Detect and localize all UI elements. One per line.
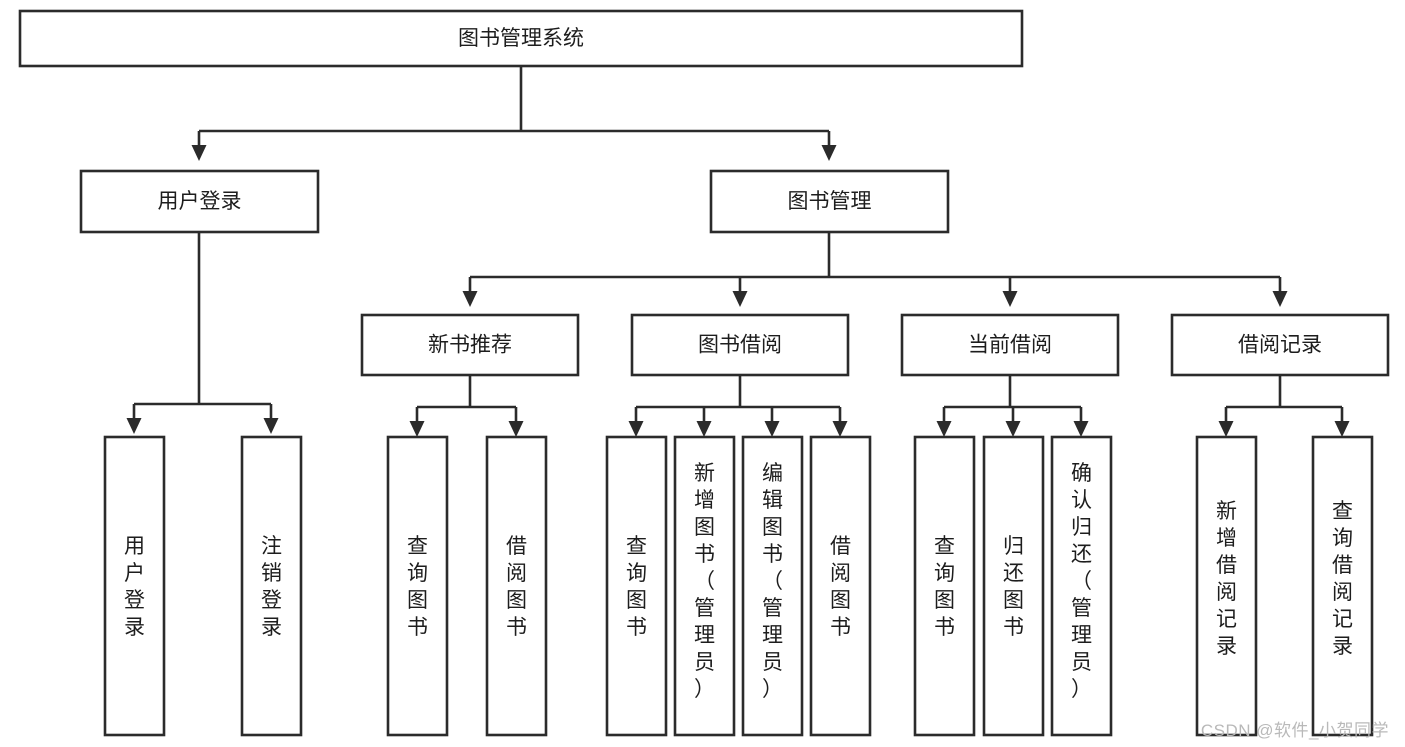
node-box[interactable] [982,435,1045,737]
arrow-head-icon [832,421,848,437]
node-level2-图书管理-1[interactable]: 图书管理 [709,169,950,234]
connector-record-to-leaves [1218,375,1350,437]
arrow-head-icon [1218,421,1234,437]
node-box[interactable] [809,435,872,737]
node-leaf-查询借阅记录-12[interactable]: 查询借阅记录 [1311,435,1374,737]
node-label: 用户登录 [124,535,145,639]
node-box[interactable] [741,435,804,737]
node-label: 确认归还（管理员） [1071,462,1092,701]
node-label: 图书管理系统 [458,27,584,50]
arrow-head-icon [1002,291,1018,307]
node-box[interactable] [673,435,736,737]
arrow-head-icon [462,291,478,307]
node-label: 新书推荐 [428,334,512,357]
node-leaf-查询图书-2[interactable]: 查询图书 [386,435,449,737]
node-leaf-新增图书管理员-5[interactable]: 新增图书（管理员） [673,435,736,737]
node-box[interactable] [79,169,320,234]
node-leaf-查询图书-4[interactable]: 查询图书 [605,435,668,737]
arrow-head-icon [263,418,279,434]
node-leaf-注销登录-1[interactable]: 注销登录 [240,435,303,737]
arrow-head-icon [191,145,207,161]
node-label: 编辑图书（管理员） [762,462,783,701]
arrow-head-icon [1272,291,1288,307]
connector-newbook-to-leaves [409,375,524,437]
node-label: 查询借阅记录 [1332,500,1353,658]
node-box[interactable] [900,313,1120,377]
node-label: 新增图书（管理员） [694,462,715,701]
arrow-head-icon [764,421,780,437]
node-box[interactable] [240,435,303,737]
node-leaf-借阅图书-3[interactable]: 借阅图书 [485,435,548,737]
node-root-图书管理系统[interactable]: 图书管理系统 [18,9,1024,68]
node-box[interactable] [1170,313,1390,377]
node-label: 新增借阅记录 [1216,500,1237,658]
node-box[interactable] [605,435,668,737]
node-label: 查询图书 [407,535,428,639]
node-box[interactable] [103,435,166,737]
node-leaf-确认归还管理员-10[interactable]: 确认归还（管理员） [1050,435,1113,737]
arrow-head-icon [821,145,837,161]
node-label: 当前借阅 [968,334,1052,357]
arrow-head-icon [1005,421,1021,437]
arrow-head-icon [628,421,644,437]
node-box[interactable] [18,9,1024,68]
node-level2-用户登录-0[interactable]: 用户登录 [79,169,320,234]
node-label: 图书管理 [788,190,872,213]
arrow-head-icon [409,421,425,437]
node-box[interactable] [709,169,950,234]
node-label: 查询图书 [626,535,647,639]
arrow-head-icon [696,421,712,437]
node-label: 查询图书 [934,535,955,639]
node-box[interactable] [386,435,449,737]
node-leaf-用户登录-0[interactable]: 用户登录 [103,435,166,737]
node-leaf-查询图书-8[interactable]: 查询图书 [913,435,976,737]
arrow-head-icon [508,421,524,437]
node-leaf-归还图书-9[interactable]: 归还图书 [982,435,1045,737]
node-label: 注销登录 [261,535,282,639]
node-label: 图书借阅 [698,334,782,357]
node-box[interactable] [1195,435,1258,737]
node-box[interactable] [630,313,850,377]
node-leaf-新增借阅记录-11[interactable]: 新增借阅记录 [1195,435,1258,737]
node-box[interactable] [485,435,548,737]
node-level3-当前借阅-2[interactable]: 当前借阅 [900,313,1120,377]
node-leaf-借阅图书-7[interactable]: 借阅图书 [809,435,872,737]
node-level3-图书借阅-1[interactable]: 图书借阅 [630,313,850,377]
node-level3-新书推荐-0[interactable]: 新书推荐 [360,313,580,377]
connector-userlogin-to-leaves [126,232,279,434]
node-label: 借阅记录 [1238,334,1322,357]
arrow-head-icon [732,291,748,307]
connector-bookmgmt-to-level3 [462,232,1288,307]
arrow-head-icon [126,418,142,434]
node-box[interactable] [1050,435,1113,737]
node-label: 用户登录 [158,190,242,213]
node-box[interactable] [913,435,976,737]
node-label: 借阅图书 [506,535,527,639]
arrow-head-icon [936,421,952,437]
node-leaf-编辑图书管理员-6[interactable]: 编辑图书（管理员） [741,435,804,737]
connector-root-to-level2 [191,66,837,161]
connector-borrow-to-leaves [628,375,848,437]
csdn-watermark: CSDN @软件_小贺同学 [1200,721,1389,740]
connector-layer [126,66,1350,437]
arrow-head-icon [1073,421,1089,437]
node-label: 归还图书 [1003,535,1024,639]
node-level3-借阅记录-3[interactable]: 借阅记录 [1170,313,1390,377]
arrow-head-icon [1334,421,1350,437]
node-box[interactable] [360,313,580,377]
connector-current-to-leaves [936,375,1089,437]
node-label: 借阅图书 [830,535,851,639]
node-box[interactable] [1311,435,1374,737]
